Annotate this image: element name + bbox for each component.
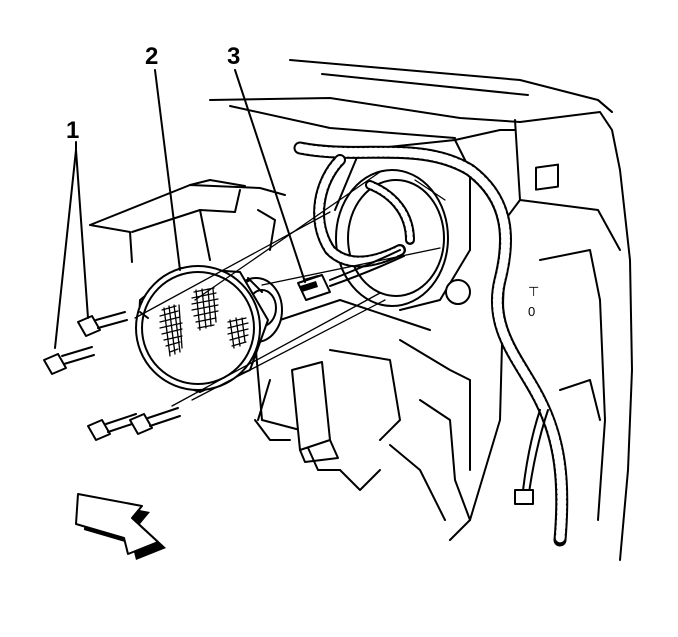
- callout-2: 2: [145, 43, 158, 70]
- callout-leaders: [54, 69, 306, 349]
- callout-3: 3: [227, 43, 240, 70]
- marking-glyph: 0: [528, 304, 535, 319]
- speaker-grille: [159, 287, 249, 357]
- speaker-assembly: [135, 265, 283, 393]
- bolt: [43, 346, 95, 375]
- round-hole: [445, 279, 471, 305]
- bolt: [129, 407, 181, 435]
- bolt: [87, 413, 139, 441]
- marking-glyph: ⊤: [528, 284, 539, 299]
- square-hole: [535, 163, 559, 191]
- speaker-bolts: [43, 311, 181, 441]
- mounting-bracket: [291, 361, 331, 451]
- view-direction-arrow-icon: [75, 493, 166, 560]
- harness-connector: [514, 489, 534, 505]
- wiring-harness: [293, 141, 569, 547]
- speaker-electrical-connector: [297, 274, 331, 301]
- bolt: [77, 311, 128, 337]
- alignment-lines: [134, 171, 441, 407]
- callout-1: 1: [66, 117, 79, 144]
